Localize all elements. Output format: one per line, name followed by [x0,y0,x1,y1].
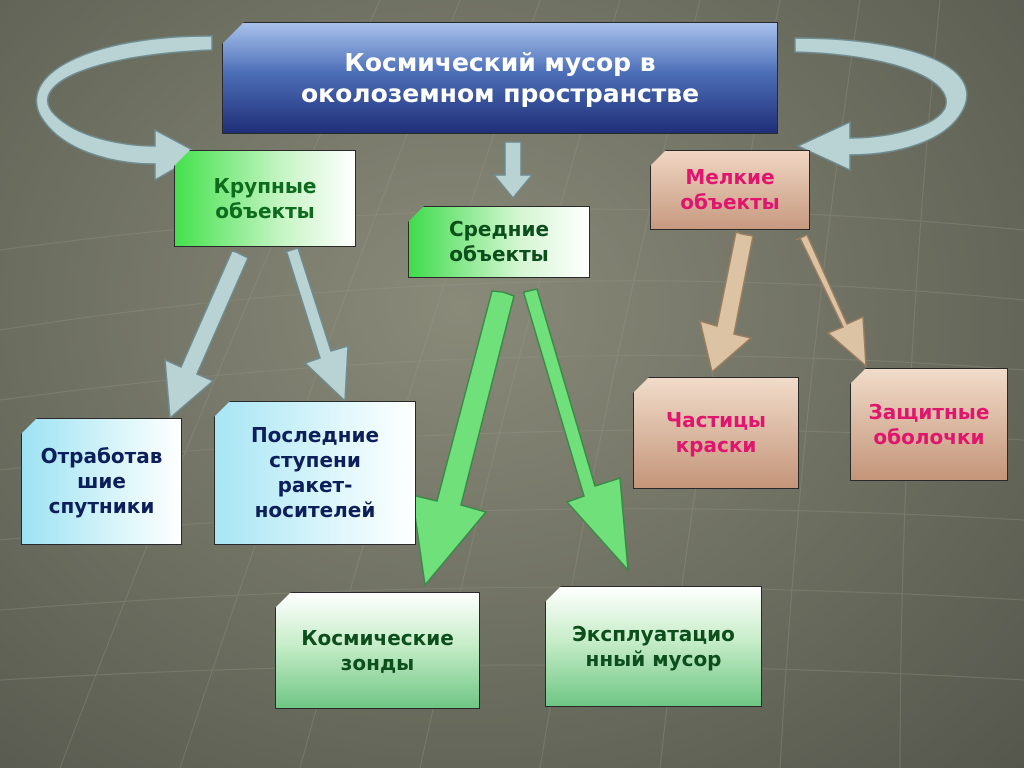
protective-shells-line-2: оболочки [873,424,985,449]
large-objects-box: Крупные объекты [174,150,356,247]
title-line-2: околоземном пространстве [300,79,700,108]
large-objects-line-1: Крупные [213,173,317,198]
protective-shells-box: Защитные оболочки [850,368,1008,481]
arrow-small-to-paint [698,231,754,374]
spent-satellites-line-1: Отработав [40,444,163,468]
arrow-large-to-satellites [164,250,249,420]
small-objects-line-1: Мелкие [685,165,775,189]
rocket-stages-line-2: ступени [269,448,361,472]
paint-particles-line-1: Частицы [665,408,767,432]
operational-debris-line-2: нный мусор [585,646,722,671]
arrow-title-to-medium [492,141,534,200]
spent-satellites-line-2: шие [77,469,126,493]
paint-particles-box: Частицы краски [633,377,799,489]
arrow-medium-to-probes [411,290,515,587]
small-objects-box: Мелкие объекты [650,150,810,230]
title-box: Космический мусор в околоземном простран… [222,22,778,134]
medium-objects-line-2: объекты [449,242,549,266]
operational-debris-box: Эксплуатацио нный мусор [545,586,762,707]
operational-debris-line-1: Эксплуатацио [572,621,735,646]
curved-arrow-left [35,35,213,182]
rocket-stages-box: Последние ступени ракет- носителей [214,401,416,545]
spent-satellites-box: Отработав шие спутники [21,418,182,545]
medium-objects-line-1: Средние [448,217,550,241]
large-objects-line-2: объекты [215,198,315,223]
arrow-small-to-shells [795,234,867,368]
rocket-stages-line-4: носителей [254,498,376,522]
space-probes-line-1: Космические [301,625,454,650]
small-objects-line-2: объекты [680,190,780,214]
medium-objects-box: Средние объекты [408,206,590,278]
paint-particles-line-2: краски [675,433,757,457]
arrow-large-to-stages [282,247,349,403]
curved-arrow-right [794,37,968,172]
protective-shells-line-1: Защитные [868,399,990,424]
spent-satellites-line-3: спутники [48,494,155,518]
space-probes-box: Космические зонды [275,592,480,709]
rocket-stages-line-1: Последние [250,423,380,447]
rocket-stages-line-3: ракет- [277,473,353,497]
space-probes-line-2: зонды [340,650,415,675]
arrow-medium-to-debris [523,288,629,573]
title-line-1: Космический мусор в [344,47,656,77]
